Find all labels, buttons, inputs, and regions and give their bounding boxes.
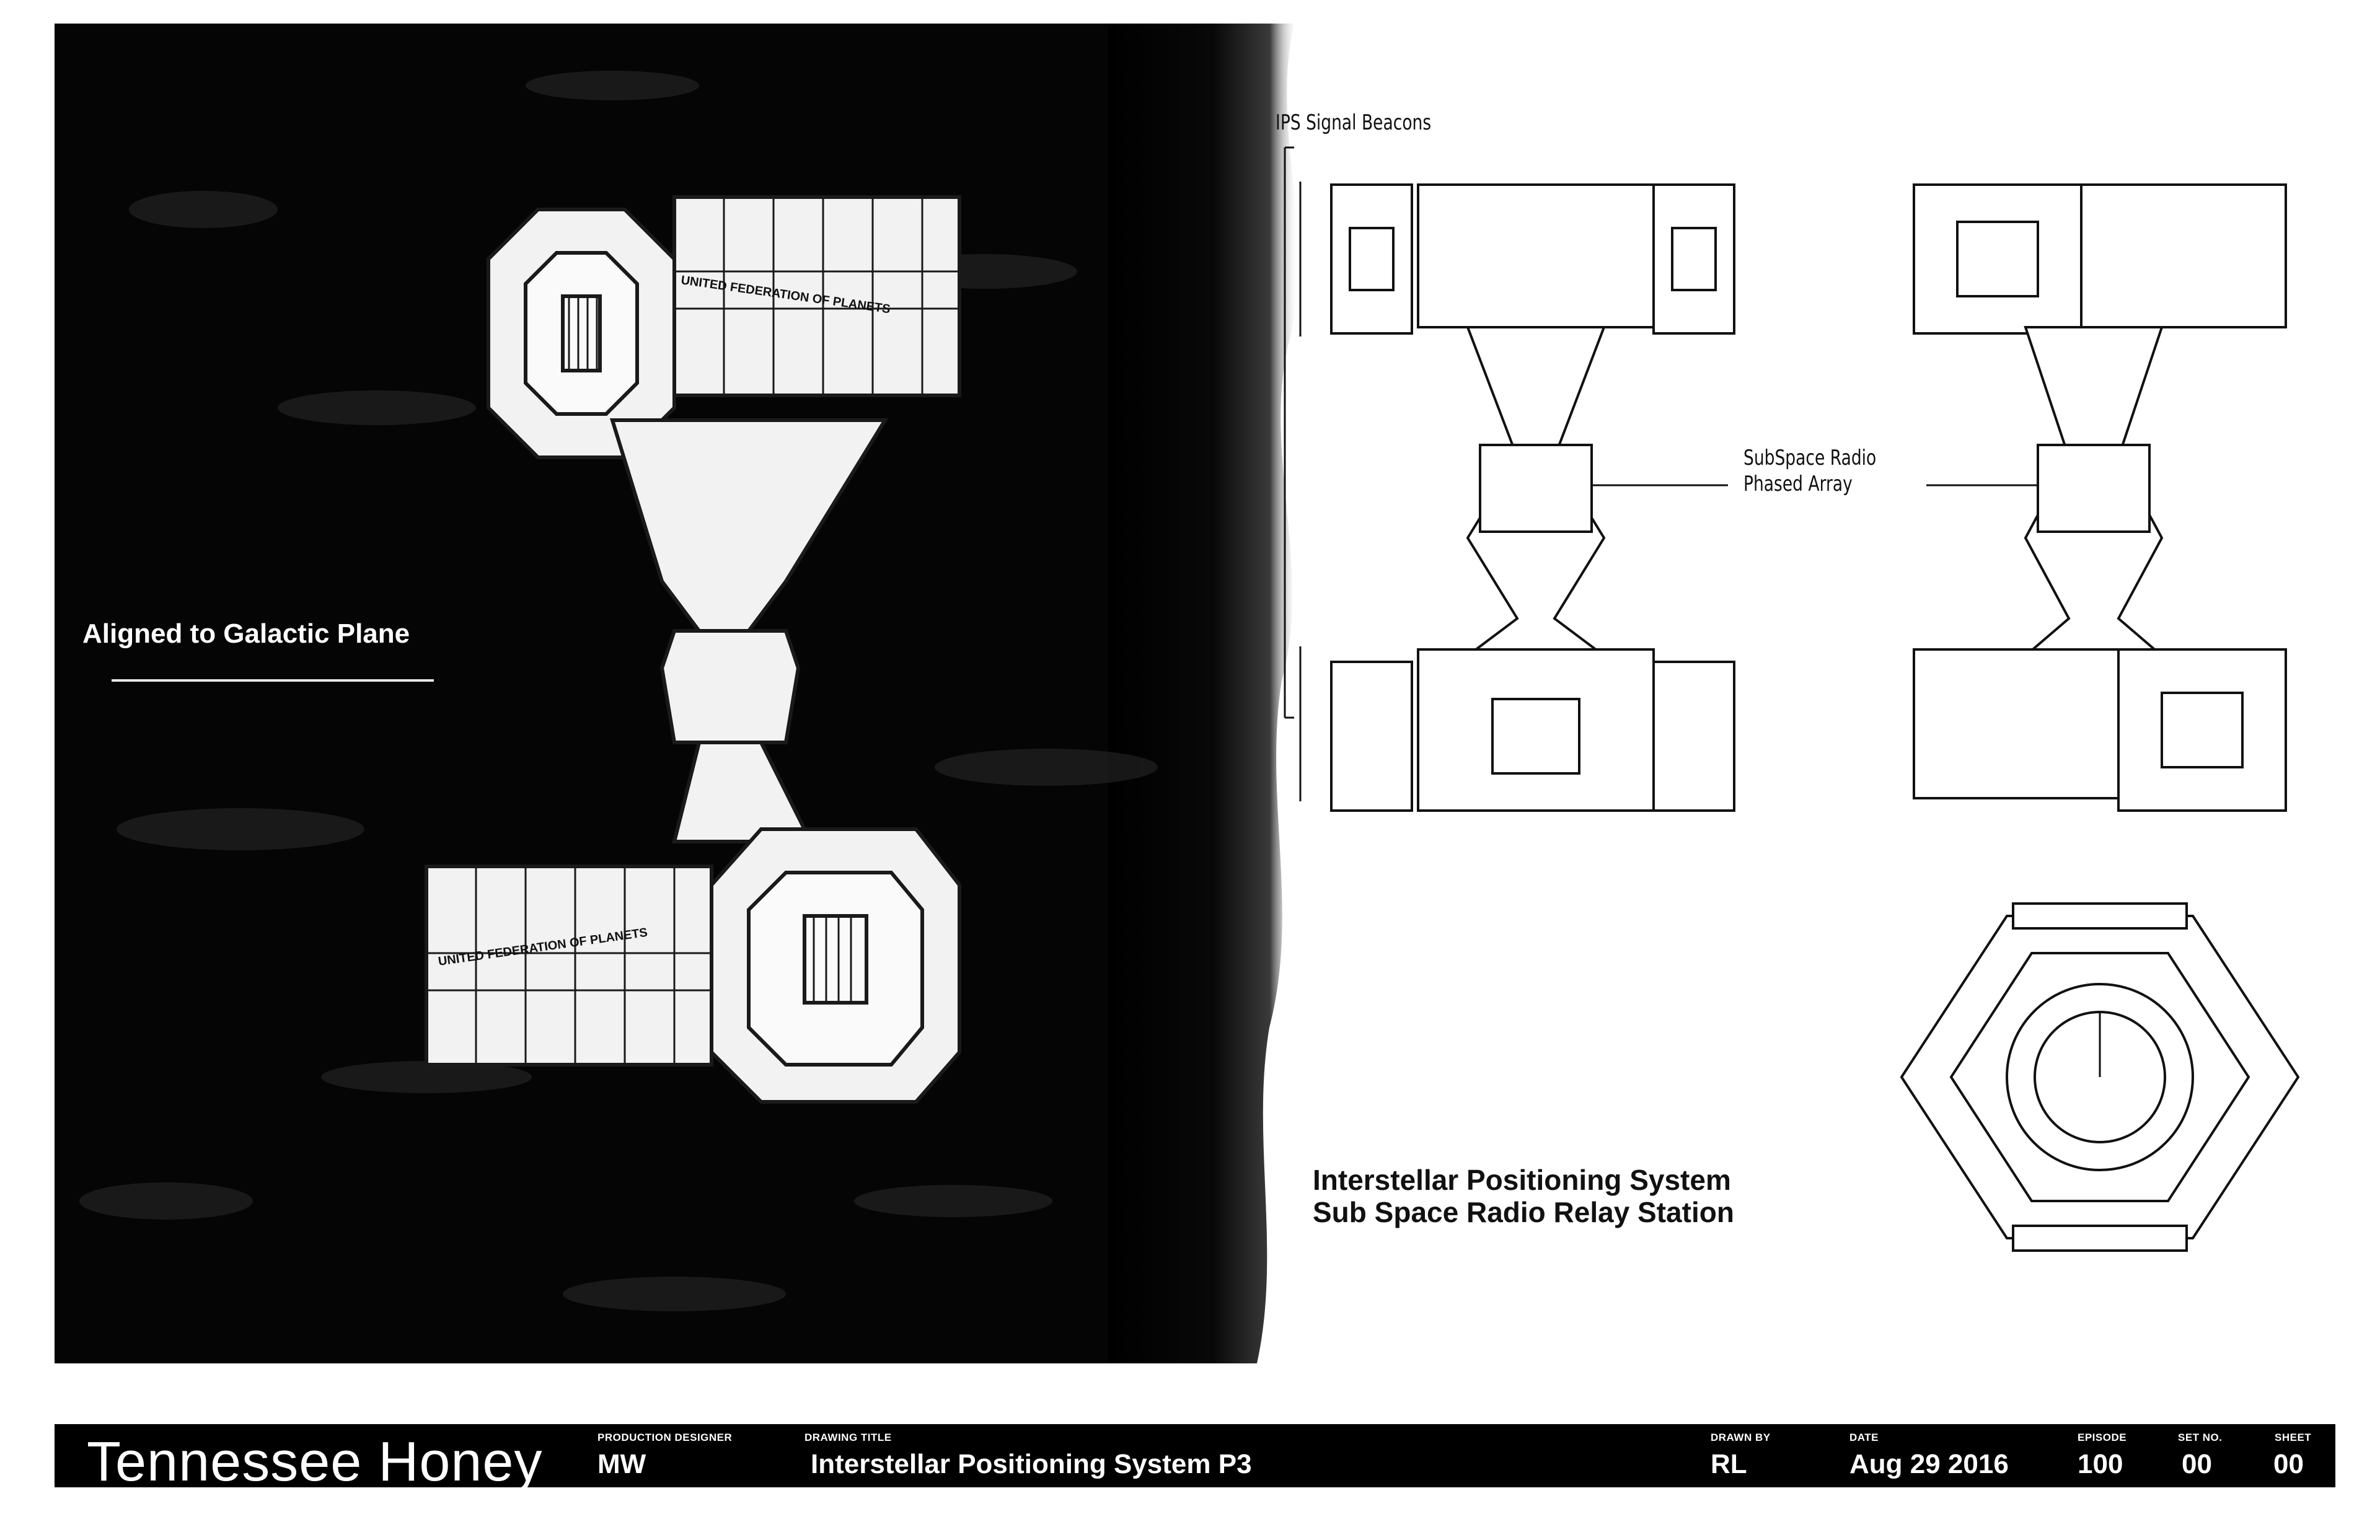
bp1-pod-br	[1652, 661, 1735, 812]
drawing-title-caption: DRAWING TITLE	[804, 1432, 892, 1443]
blueprint-view-2	[1913, 183, 2287, 812]
drawn-by-caption: DRAWN BY	[1711, 1432, 1771, 1443]
date-value: Aug 29 2016	[1849, 1449, 2009, 1479]
galactic-plane-rule	[112, 679, 434, 682]
station-artwork: UNITED FEDERATION OF PLANETS UNITED FEDE…	[55, 24, 2300, 1363]
sheet-value: 00	[2273, 1449, 2304, 1479]
production-brand: Tennessee Honey	[87, 1431, 543, 1493]
bp1-pod-bc	[1417, 648, 1655, 812]
bp1-panel-top	[1417, 183, 1655, 328]
set-number-caption: SET NO.	[2178, 1432, 2223, 1443]
production-designer-caption: PRODUCTION DESIGNER	[597, 1432, 733, 1443]
station-title-line1: Interstellar Positioning System	[1313, 1164, 1731, 1196]
set-number-value: 00	[2182, 1449, 2212, 1479]
episode-caption: EPISODE	[2078, 1432, 2127, 1443]
station-title: Interstellar Positioning System Sub Spac…	[1313, 1164, 1734, 1228]
artwork-panel: UNITED FEDERATION OF PLANETS UNITED FEDE…	[55, 24, 2335, 1363]
space-fade-edge	[1108, 24, 1299, 1363]
title-block-footer: Tennessee Honey PRODUCTION DESIGNER MW D…	[55, 1424, 2335, 1493]
lower-panel	[425, 865, 713, 1067]
bp1-hub	[1479, 444, 1593, 533]
bp2-panel-bottom	[1913, 648, 2120, 799]
radio-array-label-line2: Phased Array	[1743, 472, 1853, 496]
episode-value: 100	[2078, 1449, 2123, 1479]
bp1-pod-bl	[1330, 661, 1413, 812]
drawing-title-value: Interstellar Positioning System P3	[811, 1449, 1252, 1479]
radio-array-label-line1: SubSpace Radio	[1743, 446, 1877, 470]
upper-panel	[672, 195, 961, 397]
station-render	[425, 195, 961, 1104]
galactic-plane-label: Aligned to Galactic Plane	[82, 618, 410, 649]
blueprint-end-view	[1900, 902, 2300, 1252]
date-caption: DATE	[1849, 1432, 1879, 1443]
blueprint-view-1	[1330, 183, 1735, 812]
bp2-panel-top	[2080, 183, 2287, 328]
station-title-line2: Sub Space Radio Relay Station	[1313, 1196, 1734, 1228]
bp2-pod-tl	[1913, 183, 2082, 335]
radio-array-label: SubSpace Radio Phased Array	[1743, 445, 1876, 497]
production-designer-value: MW	[597, 1449, 646, 1479]
sheet-caption: SHEET	[2275, 1432, 2312, 1443]
bp1-pod-tl	[1330, 183, 1413, 335]
signal-beacons-label: IPS Signal Beacons	[1276, 110, 1432, 135]
bp2-pod-br	[2117, 648, 2287, 812]
drawn-by-value: RL	[1711, 1449, 1747, 1479]
center-hub	[659, 629, 801, 744]
bp1-pod-tr	[1652, 183, 1735, 335]
bp2-hub	[2037, 444, 2151, 533]
beacons-bracket	[1284, 146, 1302, 801]
